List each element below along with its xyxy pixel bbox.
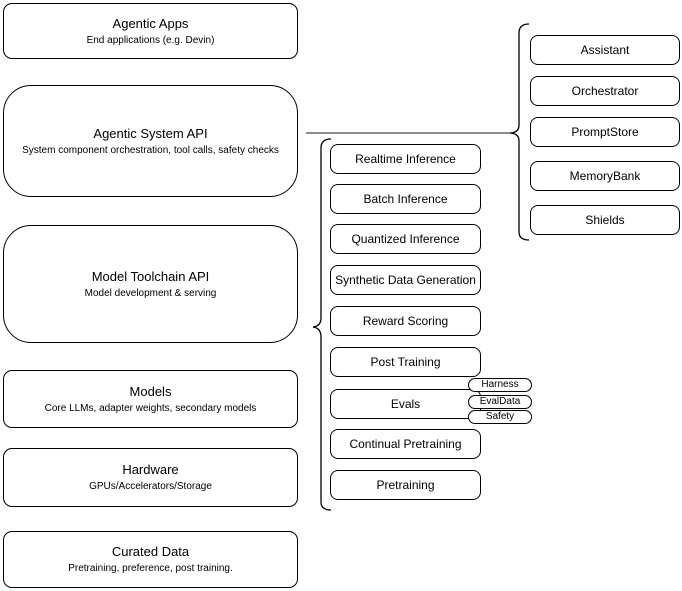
pill-safety: Safety [468,410,532,424]
system-components-brace [510,23,530,241]
box-agentic-system-api: Agentic System API System component orch… [3,85,298,197]
node-realtime-inference: Realtime Inference [330,144,481,174]
node-shields: Shields [530,205,680,235]
box-subtitle: System component orchestration, tool cal… [22,144,279,156]
box-subtitle: Pretraining, preference, post training. [68,563,233,574]
pill-harness: Harness [468,378,532,392]
box-title: Models [129,383,172,399]
box-title: Hardware [122,462,179,477]
box-title: Agentic System API [93,125,208,141]
box-subtitle: Core LLMs, adapter weights, secondary mo… [44,402,257,414]
node-reward-scoring: Reward Scoring [330,306,481,336]
node-assistant: Assistant [530,35,680,65]
pill-evaldata: EvalData [468,395,532,409]
box-title: Model Toolchain API [91,268,210,284]
box-subtitle: End applications (e.g. Devin) [86,34,215,46]
box-models: Models Core LLMs, adapter weights, secon… [3,370,298,428]
node-evals: Evals [330,389,481,419]
box-hardware: Hardware GPUs/Accelerators/Storage [3,448,298,507]
toolchain-brace [312,138,332,511]
node-batch-inference: Batch Inference [330,184,481,214]
box-agentic-apps: Agentic Apps End applications (e.g. Devi… [3,3,298,59]
box-subtitle: GPUs/Accelerators/Storage [89,481,212,492]
node-orchestrator: Orchestrator [530,76,680,106]
box-title: Agentic Apps [112,15,189,31]
box-subtitle: Model development & serving [84,287,217,299]
node-quantized-inference: Quantized Inference [330,224,481,254]
node-continual-pretraining: Continual Pretraining [330,429,481,459]
node-synthetic-data-generation: Synthetic Data Generation [330,265,481,295]
node-memorybank: MemoryBank [530,161,680,191]
box-curated-data: Curated Data Pretraining, preference, po… [3,531,298,588]
box-title: Curated Data [111,544,190,559]
node-post-training: Post Training [330,347,481,377]
node-pretraining: Pretraining [330,470,481,500]
node-promptstore: PromptStore [530,117,680,147]
box-model-toolchain-api: Model Toolchain API Model development & … [3,225,298,343]
